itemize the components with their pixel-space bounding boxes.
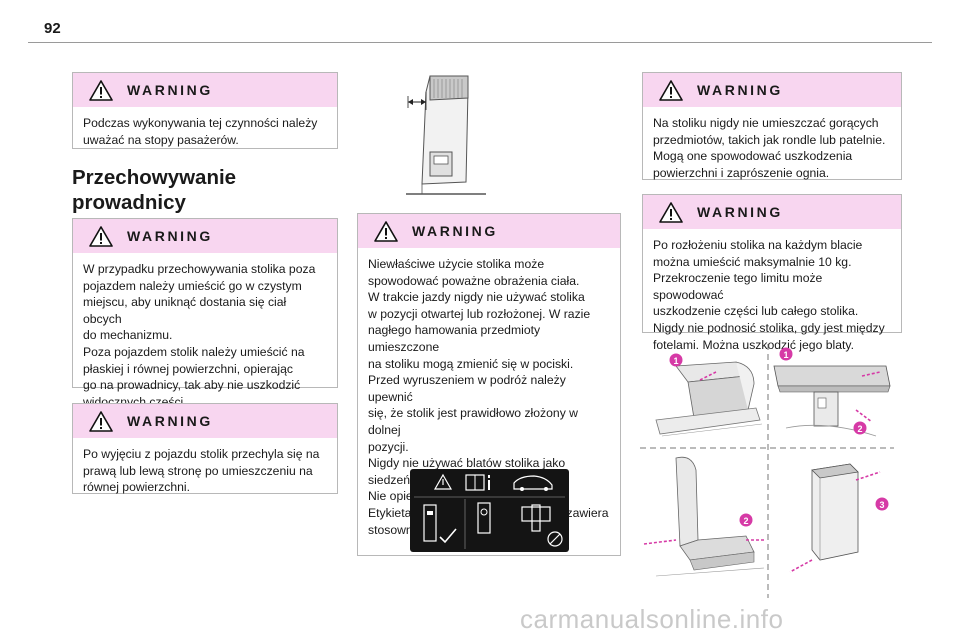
- warning-box-storage: WARNING W przypadku przechowywania stoli…: [72, 218, 338, 409]
- text-line: Nigdy nie podnosić stolika, gdy jest mię…: [653, 320, 885, 335]
- callout-label: 3: [879, 500, 884, 510]
- text-line: uszkodzenie części lub całego stolika.: [653, 304, 859, 319]
- callout-marker: [853, 421, 867, 435]
- text-line: w pozycji otwartej lub rozłożonej. W raz…: [368, 306, 591, 321]
- label-vehicle-icon: [513, 475, 553, 490]
- table-removal-illustration: 1 1 2 2 3: [640, 344, 894, 598]
- warning-title: WARNING: [127, 413, 213, 429]
- header-rule: [28, 42, 932, 43]
- warning-box-tilt: WARNING Po wyjęciu z pojazdu stolik prze…: [72, 403, 338, 494]
- text-line: Mogą one spowodować uszkodzenia: [653, 149, 853, 164]
- text-line: miejscu, aby uniknąć dostania się ciał o…: [83, 295, 287, 326]
- warning-box-misuse: WARNING Niewłaściwe użycie stolika może …: [357, 213, 621, 556]
- warning-triangle-icon: [89, 225, 113, 247]
- text-line: Nigdy nie używać blatów stolika jako sie…: [368, 456, 566, 487]
- text-line: fotelami. Można uszkodzić jego blaty.: [653, 337, 854, 352]
- warning-triangle-icon: [89, 79, 113, 101]
- warning-triangle-icon: [89, 410, 113, 432]
- text-line: Przed wyruszeniem w podróż należy upewni…: [368, 373, 566, 404]
- text-line: pozycji.: [368, 439, 409, 454]
- warning-box-hot-items: WARNING Na stoliku nigdy nie umieszczać …: [642, 72, 902, 180]
- callout-label: 2: [857, 424, 862, 434]
- text-line: się, że stolik jest prawidłowo złożony w…: [368, 406, 578, 437]
- warning-text: Po rozłożeniu stolika na każdym blacie m…: [643, 229, 901, 361]
- panel-lift-table: [789, 463, 881, 573]
- warning-header: WARNING: [643, 195, 901, 229]
- warning-header: WARNING: [73, 404, 337, 438]
- section-title: Przechowywanie prowadnicy: [72, 165, 236, 215]
- warning-title: WARNING: [127, 228, 213, 244]
- warning-title: WARNING: [127, 82, 213, 98]
- page-number: 92: [44, 20, 61, 37]
- warning-text: Niewłaściwe użycie stolika może spowodow…: [358, 248, 620, 546]
- text-line: można umieścić maksymalnie 10 kg.: [653, 254, 852, 269]
- warning-title: WARNING: [697, 82, 783, 98]
- text-line: Na stoliku nigdy nie umieszczać gorących: [653, 116, 879, 130]
- text-line: W przypadku przechowywania stolika poza: [83, 262, 316, 276]
- panel-seat-slide: [643, 456, 765, 577]
- text-line: Przekroczenie tego limitu może spowodowa…: [653, 271, 823, 302]
- section-title-line: prowadnicy: [72, 191, 186, 214]
- text-line: Poza pojazdem stolik należy umieścić na: [83, 344, 305, 359]
- text-line: spowodować poważne obrażenia ciała.: [368, 273, 580, 288]
- warning-title: WARNING: [412, 223, 498, 239]
- callout-label: 1: [673, 356, 678, 366]
- text-line: go na prowadnicy, tak aby nie uszkodzić: [83, 378, 301, 393]
- warning-label-image: [410, 469, 569, 552]
- warning-text: W przypadku przechowywania stolika poza …: [73, 253, 337, 418]
- warning-header: WARNING: [358, 214, 620, 248]
- callout-marker: [669, 353, 683, 367]
- panel-open-table: [773, 365, 891, 437]
- warning-triangle-icon: [659, 201, 683, 223]
- text-line: Podczas wykonywania tej czynności należy: [83, 116, 318, 130]
- text-line: płaskiej i równej powierzchni, opierając: [83, 361, 293, 376]
- table-rail-illustration: [406, 75, 486, 195]
- warning-title: WARNING: [697, 204, 783, 220]
- watermark: carmanualsonline.info: [520, 604, 784, 634]
- warning-header: WARNING: [73, 73, 337, 107]
- warning-header: WARNING: [73, 219, 337, 253]
- callout-label: 2: [743, 516, 748, 526]
- section-title-line: Przechowywanie: [72, 166, 237, 189]
- warning-text: Po wyjęciu z pojazdu stolik przechyla si…: [73, 438, 337, 504]
- text-line: uważać na stopy pasażerów.: [83, 132, 239, 147]
- warning-triangle-icon: [374, 220, 398, 242]
- label-prohibited-icon: [547, 531, 563, 547]
- label-check-icon: [439, 528, 457, 544]
- warning-text: Podczas wykonywania tej czynności należy…: [73, 107, 337, 156]
- text-line: równej powierzchni.: [83, 480, 191, 495]
- text-line: nagłego hamowania przedmioty umieszczone: [368, 323, 541, 354]
- label-warning-icon: [433, 473, 453, 490]
- callout-marker: [779, 347, 793, 361]
- text-line: prawą lub lewą stronę po umieszczeniu na: [83, 463, 313, 478]
- panel-seat-table: [655, 361, 763, 437]
- callout-label: 1: [783, 350, 788, 360]
- warning-box-feet: WARNING Podczas wykonywania tej czynnośc…: [72, 72, 338, 149]
- text-line: Po wyjęciu z pojazdu stolik przechyla si…: [83, 447, 320, 461]
- warning-box-load-limit: WARNING Po rozłożeniu stolika na każdym …: [642, 194, 902, 352]
- text-line: na stoliku mogą zmienić się w pociski.: [368, 356, 574, 371]
- warning-text: Na stoliku nigdy nie umieszczać gorących…: [643, 107, 901, 189]
- text-line: pojazdem należy umieścić go w czystym: [83, 278, 302, 293]
- text-line: przedmiotów, takich jak rondle lub patel…: [653, 132, 886, 147]
- callout-marker: [875, 497, 889, 511]
- callout-marker: [739, 513, 753, 527]
- text-line: Niewłaściwe użycie stolika może: [368, 257, 545, 271]
- text-line: W trakcie jazdy nigdy nie używać stolika: [368, 290, 585, 305]
- warning-header: WARNING: [643, 73, 901, 107]
- text-line: powierzchni i zaprószenie ognia.: [653, 165, 830, 180]
- text-line: Po rozłożeniu stolika na każdym blacie: [653, 238, 863, 252]
- warning-triangle-icon: [659, 79, 683, 101]
- text-line: do mechanizmu.: [83, 328, 173, 343]
